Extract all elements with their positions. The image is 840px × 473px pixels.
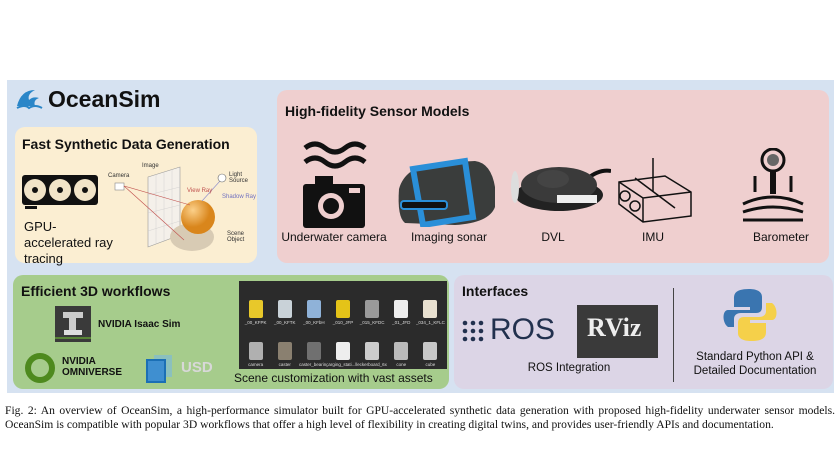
omniverse-logo-icon (25, 353, 55, 383)
asset-name: checkerboard_6x10 (357, 362, 387, 367)
omniverse-line1: NVIDIA (62, 356, 96, 367)
asset-thumbnail (277, 342, 292, 360)
python-label: Standard Python API & Detailed Documentat… (680, 350, 830, 378)
interfaces-panel: Interfaces ROS RViz ROS Integration Stan… (454, 275, 833, 389)
sensor-label-imu: IMU (642, 230, 664, 244)
sensors-heading: High-fidelity Sensor Models (285, 103, 470, 119)
asset-thumbnail (394, 300, 409, 318)
isaac-sim-label: NVIDIA Isaac Sim (98, 319, 181, 330)
sensor-models-panel: High-fidelity Sensor Models Underwater c… (277, 90, 829, 263)
asset-thumbnail (365, 342, 380, 360)
ros-integration-label: ROS Integration (527, 362, 611, 374)
asset-tile[interactable]: cube (416, 325, 445, 367)
divider (673, 288, 674, 382)
underwater-camera-icon (303, 141, 367, 228)
sensor-label-underwater-camera: Underwater camera (281, 230, 387, 244)
asset-name: _010_JFP (332, 320, 354, 325)
rviz-logo: RViz (577, 305, 658, 358)
assets-caption: Scene customization with vast assets (234, 371, 433, 385)
asset-thumbnail (423, 300, 438, 318)
asset-tile[interactable]: _01_JFD (387, 283, 416, 325)
asset-thumbnail (248, 342, 263, 360)
asset-name: _00_KFbH (303, 320, 325, 325)
asset-thumbnail (277, 300, 292, 318)
sensor-label-imaging-sonar: Imaging sonar (410, 230, 488, 244)
asset-thumbnail (423, 342, 438, 360)
python-logo-icon (723, 289, 777, 341)
asset-name: camera (248, 362, 264, 367)
asset-thumbnail (365, 300, 380, 318)
asset-name: _00_KFPK (244, 320, 267, 325)
asset-thumbnail (335, 342, 350, 360)
asset-name: _015_KFDC (359, 320, 385, 325)
asset-tile[interactable]: _010_JFP (328, 283, 357, 325)
gpu-icon (22, 175, 98, 209)
asset-tile[interactable]: charging_stati...lleo (328, 325, 358, 367)
diagram-scene-object-label: Scene Object (227, 231, 245, 243)
sensor-label-barometer: Barometer (752, 230, 810, 244)
asset-name: charging_stati...lleo (328, 362, 357, 367)
diagram-image-label: Image (142, 163, 159, 169)
diagram-view-ray-label: View Ray (187, 188, 213, 194)
asset-tile[interactable]: caster (270, 325, 299, 367)
wave-logo-icon (16, 90, 43, 110)
asset-tile[interactable]: caster_bearing (299, 325, 328, 367)
asset-tile[interactable]: _034_1_KFLC (416, 283, 445, 325)
usd-label: USD (181, 359, 213, 376)
asset-tile[interactable]: _00_KFPK (241, 283, 270, 325)
ros-dots-icon (462, 320, 484, 342)
figure-caption: Fig. 2: An overview of OceanSim, a high-… (5, 404, 835, 431)
asset-name: cone (396, 362, 407, 367)
diagram-light-label: Light Source (229, 172, 249, 184)
asset-thumbnail (306, 300, 321, 318)
usd-logo-icon (146, 355, 172, 383)
app-title: OceanSim (48, 86, 161, 112)
asset-thumbnail (335, 300, 350, 318)
dvl-icon (511, 167, 611, 211)
asset-name: _00_KFTK (273, 320, 296, 325)
asset-thumbnail (248, 300, 263, 318)
asset-name: caster (278, 362, 291, 367)
barometer-icon (742, 148, 804, 222)
python-line2: Detailed Documentation (693, 365, 817, 377)
isaac-sim-logo-icon (55, 306, 91, 342)
asset-thumbnail (394, 342, 409, 360)
python-line1: Standard Python API & (696, 351, 814, 363)
omniverse-line2: OMNIVERSE (62, 367, 123, 378)
asset-name: _01_JFD (392, 320, 411, 325)
asset-name: _034_1_KFLC (415, 320, 445, 325)
workflows-heading: Efficient 3D workflows (21, 283, 171, 299)
gpu-label: GPU-accelerated ray tracing (24, 219, 113, 266)
asset-tile[interactable]: camera (241, 325, 270, 367)
diagram-shadow-ray-label: Shadow Ray (222, 194, 257, 200)
ros-logo-text: ROS (490, 313, 556, 346)
fast-heading: Fast Synthetic Data Generation (22, 136, 230, 152)
asset-tile[interactable]: cone (387, 325, 416, 367)
asset-tile[interactable]: _00_KFTK (270, 283, 299, 325)
ray-tracing-diagram (114, 166, 227, 251)
asset-tile[interactable]: _015_KFDC (358, 283, 387, 325)
imaging-sonar-icon (398, 157, 495, 227)
sensor-label-dvl: DVL (541, 230, 565, 244)
asset-name: caster_bearing (299, 362, 329, 367)
asset-browser: _00_KFPK _00_KFTK _00_KFbH _010_JFP _015_KFD… (239, 281, 447, 369)
fast-synthetic-panel: Fast Synthetic Data Generation GPU-accel… (15, 127, 257, 266)
asset-name: cube (425, 362, 436, 367)
diagram-camera-label: Camera (108, 173, 130, 179)
asset-tile[interactable]: checkerboard_6x10 (358, 325, 387, 367)
imu-icon (618, 158, 692, 223)
asset-thumbnail (306, 342, 321, 360)
asset-tile[interactable]: _00_KFbH (299, 283, 328, 325)
interfaces-heading: Interfaces (462, 283, 529, 299)
